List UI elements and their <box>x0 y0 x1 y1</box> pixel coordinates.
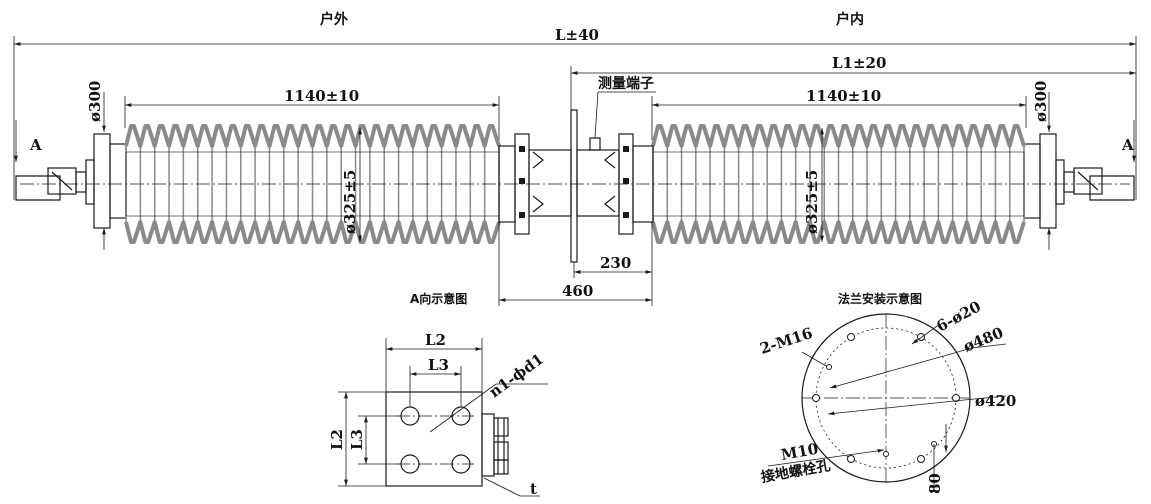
view-a-title: A向示意图 <box>410 291 467 306</box>
dim-shed-left: 1140±10 <box>284 87 359 105</box>
dim-l1-length: L1±20 <box>832 54 886 72</box>
dim-dia300-right: ø300 <box>1032 81 1050 122</box>
shed-profile-bottom <box>651 220 1026 244</box>
elevation-view: 户外 户内 L±40 L1±20 测量端子 1140±10 1140±10 ø3… <box>13 11 1137 306</box>
flange-title: 法兰安装示意图 <box>838 291 922 306</box>
dim-80: 80 <box>926 473 944 494</box>
dim-l3-top: L3 <box>428 356 449 374</box>
dim-l3-side: L3 <box>348 429 366 450</box>
label-indoor: 户内 <box>836 11 864 28</box>
dim-shed-right: 1140±10 <box>806 87 881 105</box>
label-holes-2: 2-M16 <box>758 324 815 358</box>
flange-detail: 法兰安装示意图 6-ø20 2-M16 ø480 ø420 M10 接地螺栓孔 … <box>758 291 1017 494</box>
dim-l2-side: L2 <box>328 429 346 450</box>
label-measure-terminal: 测量端子 <box>598 75 654 92</box>
dim-230: 230 <box>600 254 631 272</box>
dim-l2-top: L2 <box>425 331 446 349</box>
label-thickness: t <box>530 480 537 498</box>
dim-total-length: L±40 <box>555 26 599 44</box>
label-holes-6: 6-ø20 <box>933 297 983 335</box>
dim-dia325-left: ø325±5 <box>341 170 359 234</box>
dim-460: 460 <box>562 282 593 300</box>
shed-profile-bottom <box>124 220 501 244</box>
dim-dia325-right: ø325±5 <box>803 170 821 234</box>
dim-dia420: ø420 <box>975 392 1016 410</box>
shed-profile-top <box>651 124 1026 148</box>
shed-group-left <box>124 124 501 244</box>
view-a-label-left: A <box>29 136 42 154</box>
shed-profile-top <box>124 124 501 148</box>
label-outdoor: 户外 <box>320 11 348 28</box>
dim-dia480: ø480 <box>961 324 1006 356</box>
label-holes: n1-ϕd1 <box>486 350 547 401</box>
view-a-detail: A向示意图 L2 L3 L2 L3 <box>328 291 548 498</box>
dim-dia300-left: ø300 <box>86 81 104 122</box>
view-a-label-right: A <box>1121 136 1134 154</box>
